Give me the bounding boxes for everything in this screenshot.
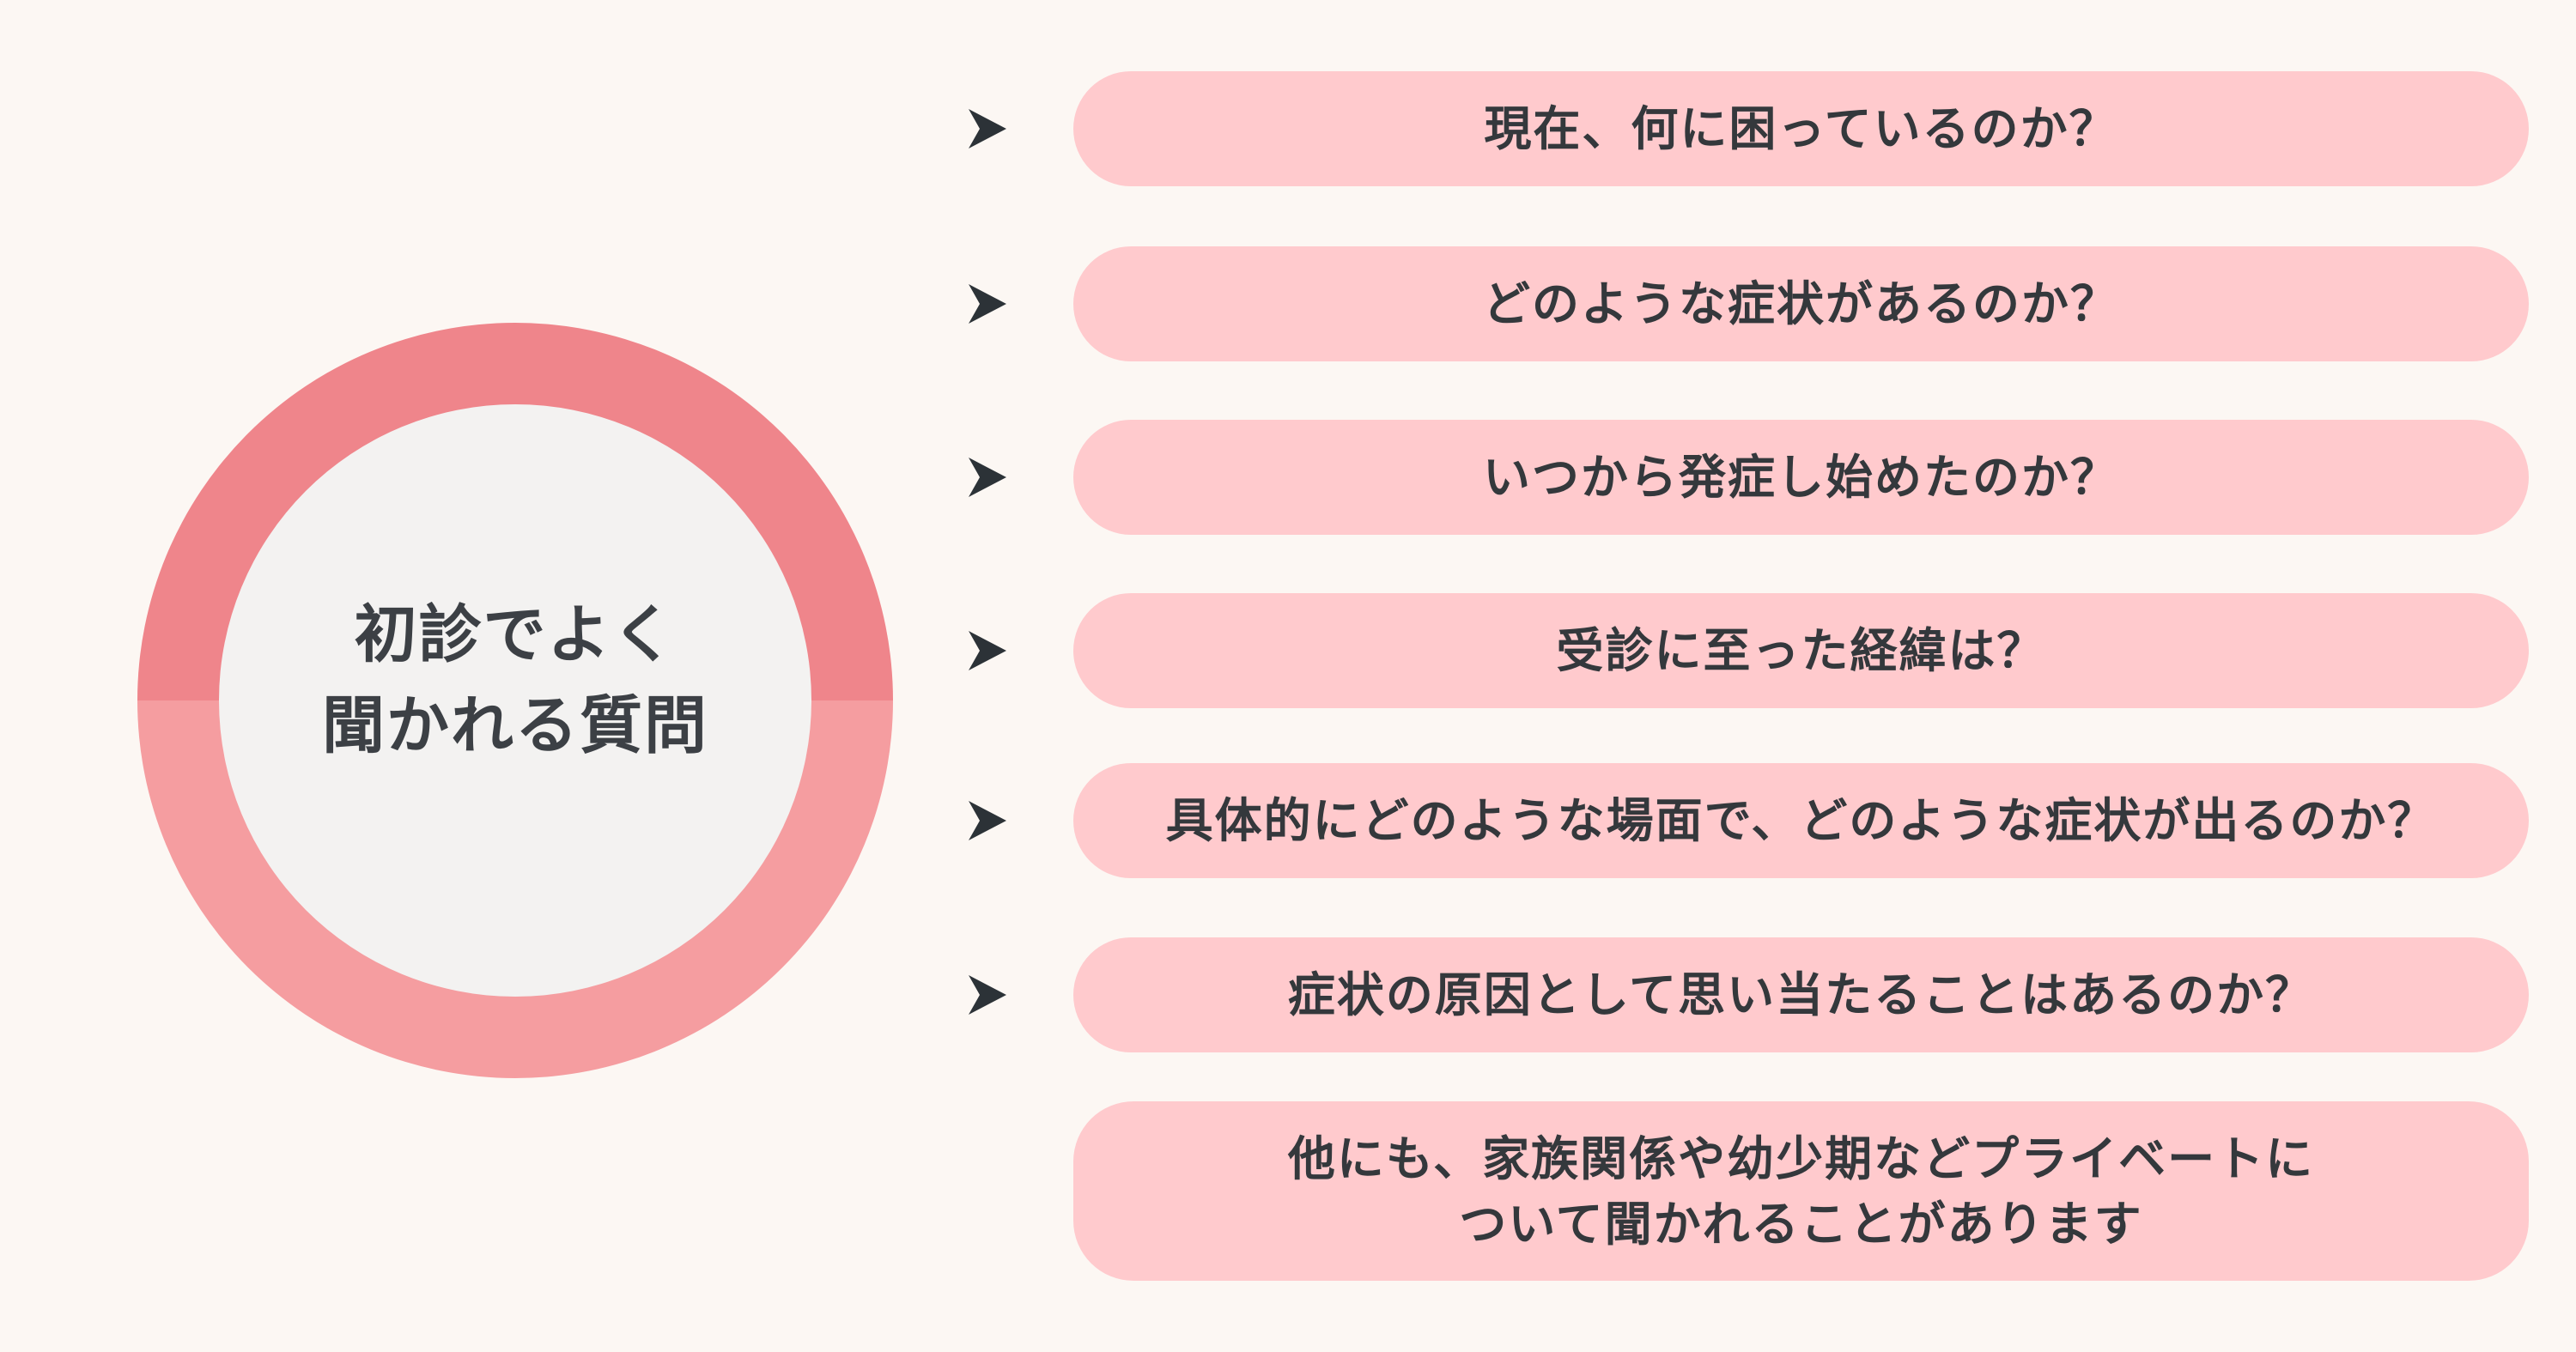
note-text-line-2: ついて聞かれることがあります (1459, 1197, 2143, 1251)
question-text: 現在、何に困っているのか？ (1484, 102, 2118, 155)
arrowhead-icon (969, 458, 1006, 497)
arrowhead-icon (969, 975, 1006, 1015)
question-pill-6: 症状の原因として思い当たることはあるのか？ (1073, 937, 2529, 1052)
arrowhead-icon (969, 801, 1006, 840)
badge-title-line-2: 聞かれる質問 (322, 691, 708, 761)
question-row-6: 症状の原因として思い当たることはあるのか？ (969, 937, 2529, 1052)
question-row-2: どのような症状があるのか？ (969, 246, 2529, 361)
question-row-1: 現在、何に困っているのか？ (969, 71, 2529, 186)
question-text: いつから発症し始めたのか？ (1482, 451, 2119, 504)
badge-title-line-1: 初診でよく (354, 600, 677, 670)
question-text: どのような症状があるのか？ (1482, 277, 2119, 330)
arrowhead-icon (969, 631, 1006, 670)
question-row-5: 具体的にどのような場面で、どのような症状が出るのか？ (969, 763, 2529, 878)
title-badge-inner: 初診でよく 聞かれる質問 (219, 404, 811, 997)
note-text-line-1: 他にも、家族関係や幼少期などプライベートに (1287, 1131, 2315, 1185)
arrowhead-icon (969, 109, 1006, 149)
note-row: 他にも、家族関係や幼少期などプライベートに ついて聞かれることがあります (969, 1101, 2529, 1281)
note-pill: 他にも、家族関係や幼少期などプライベートに ついて聞かれることがあります (1073, 1101, 2529, 1281)
question-pill-1: 現在、何に困っているのか？ (1073, 71, 2529, 186)
title-badge: 初診でよく 聞かれる質問 (137, 323, 893, 1078)
question-row-4: 受診に至った経緯は？ (969, 593, 2529, 708)
arrowhead-icon (969, 284, 1006, 324)
question-pill-2: どのような症状があるのか？ (1073, 246, 2529, 361)
question-text: 受診に至った経緯は？ (1556, 624, 2046, 677)
question-text: 症状の原因として思い当たることはあるのか？ (1287, 968, 2315, 1022)
question-pill-3: いつから発症し始めたのか？ (1073, 420, 2529, 535)
question-pill-5: 具体的にどのような場面で、どのような症状が出るのか？ (1073, 763, 2529, 878)
question-row-3: いつから発症し始めたのか？ (969, 420, 2529, 535)
question-text: 具体的にどのような場面で、どのような症状が出るのか？ (1165, 794, 2437, 847)
question-pill-4: 受診に至った経緯は？ (1073, 593, 2529, 708)
